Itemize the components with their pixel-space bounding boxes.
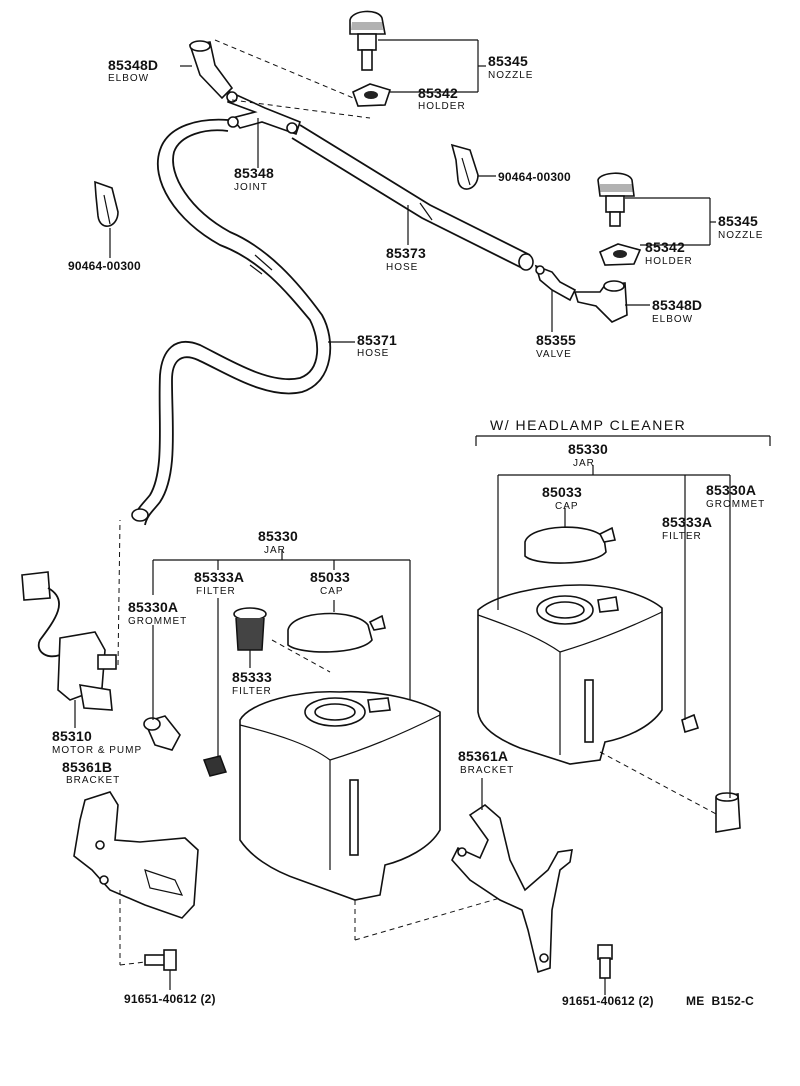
label-elbow-top-name: ELBOW — [108, 73, 149, 84]
label-cap-left-part: 85033 — [310, 569, 350, 585]
filter-a-left-85333A — [203, 755, 227, 777]
label-holder-top-name: HOLDER — [418, 101, 466, 112]
label-hose-85371-part: 85371 — [357, 332, 397, 348]
nozzle-right-85345 — [597, 172, 635, 227]
label-nozzle-top-part: 85345 — [488, 53, 528, 69]
label-filter-a-left-name: FILTER — [196, 586, 236, 597]
label-holder-right-part: 85342 — [645, 239, 685, 255]
label-grommet-right-part: 85330A — [706, 482, 756, 498]
filter-left-85333 — [233, 607, 331, 673]
label-bracket-b-name: BRACKET — [66, 775, 120, 786]
label-valve-name: VALVE — [536, 349, 572, 360]
label-clip-right-part: 90464-00300 — [498, 170, 571, 184]
label-motor-part: 85310 — [52, 728, 92, 744]
label-hose-85373-part: 85373 — [386, 245, 426, 261]
bracket-85361B — [73, 791, 199, 965]
label-filter-a-right-name: FILTER — [662, 531, 702, 542]
label-grommet-right-name: GROMMET — [706, 499, 765, 510]
label-holder-right-name: HOLDER — [645, 256, 693, 267]
label-filter-left-part: 85333 — [232, 669, 272, 685]
grommet-left-85330A — [143, 715, 181, 751]
label-jar-left-name: JAR — [264, 545, 286, 556]
label-jar-left-part: 85330 — [258, 528, 298, 544]
holder-right-85342 — [598, 243, 642, 266]
label-hose-85373-name: HOSE — [386, 262, 418, 273]
elbow-top-85348D — [188, 40, 234, 100]
label-jar-right-name: JAR — [573, 458, 595, 469]
jar-left-85330 — [239, 690, 441, 901]
label-elbow-top-part: 85348D — [108, 57, 158, 73]
label-bracket-a-name: BRACKET — [460, 765, 514, 776]
label-nozzle-right-name: NOZZLE — [718, 230, 763, 241]
hose-85371 — [131, 118, 332, 526]
label-elbow-right-part: 85348D — [652, 297, 702, 313]
hose-85373 — [291, 124, 534, 271]
clip-90464-right — [450, 143, 479, 190]
cap-right-85033 — [524, 526, 616, 564]
label-cap-right-name: CAP — [555, 501, 579, 512]
label-filter-a-left-part: 85333A — [194, 569, 244, 585]
elbow-right-85348D — [573, 280, 628, 323]
joint-85348 — [226, 90, 301, 136]
label-bracket-b-part: 85361B — [62, 759, 112, 775]
label-bolt-right-part: 91651-40612 (2) — [562, 994, 654, 1008]
label-grommet-left-name: GROMMET — [128, 616, 187, 627]
holder-top-85342 — [352, 83, 392, 107]
label-cap-left-name: CAP — [320, 586, 344, 597]
label-jar-right-part: 85330 — [568, 441, 608, 457]
label-joint-part: 85348 — [234, 165, 274, 181]
grommet-right-85330A — [715, 792, 741, 833]
clip-90464-left — [94, 180, 119, 227]
leader-lines — [74, 39, 771, 995]
label-hose-85371-name: HOSE — [357, 348, 389, 359]
label-motor-name: MOTOR & PUMP — [52, 745, 142, 756]
label-joint-name: JOINT — [234, 182, 268, 193]
bolt-left — [119, 949, 177, 971]
label-clip-left-part: 90464-00300 — [68, 259, 141, 273]
labels: 85348D ELBOW 85345 NOZZLE 85342 HOLDER 8… — [52, 53, 765, 1008]
nozzle-top-85345 — [349, 10, 386, 71]
label-holder-top-part: 85342 — [418, 85, 458, 101]
bolt-right — [597, 944, 613, 979]
label-valve-part: 85355 — [536, 332, 576, 348]
valve-85355 — [534, 264, 577, 302]
label-grommet-left-part: 85330A — [128, 599, 178, 615]
jar-right-85330 — [477, 584, 719, 816]
label-filter-a-right-part: 85333A — [662, 514, 712, 530]
filter-a-right-85333A — [681, 713, 699, 734]
bracket-85361A — [354, 803, 573, 974]
label-elbow-right-name: ELBOW — [652, 314, 693, 325]
label-nozzle-right-part: 85345 — [718, 213, 758, 229]
label-bolt-left-part: 91651-40612 (2) — [124, 992, 216, 1006]
headlamp-section-title: W/ HEADLAMP CLEANER — [490, 417, 686, 433]
motor-pump-85310 — [21, 519, 121, 711]
label-filter-left-name: FILTER — [232, 686, 272, 697]
label-bracket-a-part: 85361A — [458, 748, 508, 764]
label-nozzle-top-name: NOZZLE — [488, 70, 533, 81]
diagram-code: ME B152-C — [686, 994, 754, 1008]
cap-left-85033 — [287, 612, 386, 653]
label-cap-right-part: 85033 — [542, 484, 582, 500]
